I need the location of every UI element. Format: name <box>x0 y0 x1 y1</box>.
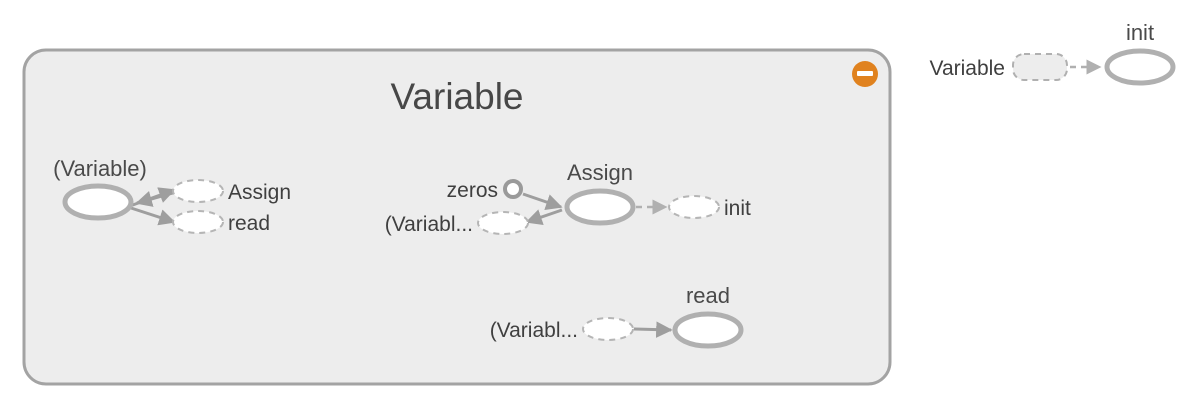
assign-var-ghost-label: (Variabl... <box>385 213 473 236</box>
collapse-button-bar <box>857 71 873 76</box>
left-assign-ellipse[interactable] <box>172 179 224 203</box>
assign-label: Assign <box>567 160 633 185</box>
assign-init-ghost-ellipse[interactable] <box>668 195 720 219</box>
node-zeros-const[interactable]: zeros <box>447 179 523 202</box>
edge-group-read <box>633 321 673 338</box>
outer-init-label: init <box>1126 20 1154 45</box>
left-read-label: read <box>228 212 270 235</box>
edge-assign-to-varghost <box>525 208 563 225</box>
zeros-circle[interactable] <box>503 179 523 199</box>
node-left-variable-op[interactable]: (Variable) <box>53 156 147 221</box>
outer-variable-ghost-label: Variable <box>930 57 1006 80</box>
variable-group-rect[interactable] <box>22 48 892 386</box>
edge-zeros-to-assign <box>522 192 563 210</box>
edge-varghost-to-read <box>633 321 673 338</box>
assign-ellipse[interactable] <box>564 188 636 226</box>
read-label: read <box>686 283 730 308</box>
node-outer-variable-ghost[interactable]: Variable <box>930 53 1068 81</box>
node-left-assign-ghost[interactable]: Assign <box>172 179 291 204</box>
edge-group-assign <box>522 192 668 225</box>
node-left-read-ghost[interactable]: read <box>172 210 270 235</box>
node-read-var-ghost[interactable]: (Variabl... <box>490 317 634 342</box>
node-read-op[interactable]: read <box>672 283 744 349</box>
read-var-ghost-label: (Variabl... <box>490 319 578 342</box>
assign-init-ghost-label: init <box>724 197 751 220</box>
left-variable-label: (Variable) <box>53 156 147 181</box>
left-variable-ellipse[interactable] <box>62 183 134 221</box>
minus-circle-icon[interactable] <box>852 61 878 87</box>
variable-group-container[interactable]: Variable <box>22 48 892 386</box>
node-outer-init-op[interactable]: init <box>1104 20 1176 86</box>
outer-variable-ghost-rect[interactable] <box>1012 53 1068 81</box>
node-assign-init-ghost[interactable]: init <box>668 195 751 220</box>
read-var-ghost-ellipse[interactable] <box>582 317 634 341</box>
outer-init-ellipse[interactable] <box>1104 48 1176 86</box>
node-assign-var-ghost[interactable]: (Variabl... <box>385 211 529 236</box>
read-ellipse[interactable] <box>672 311 744 349</box>
variable-group-title: Variable <box>390 76 523 117</box>
edge-group-left <box>129 187 177 226</box>
node-assign-op[interactable]: Assign <box>564 160 636 226</box>
left-assign-label: Assign <box>228 181 291 204</box>
edge-variable-to-assign <box>129 187 176 208</box>
zeros-label: zeros <box>447 179 498 202</box>
edge-variable-to-read <box>130 206 176 226</box>
left-read-ellipse[interactable] <box>172 210 224 234</box>
assign-var-ghost-ellipse[interactable] <box>477 211 529 235</box>
